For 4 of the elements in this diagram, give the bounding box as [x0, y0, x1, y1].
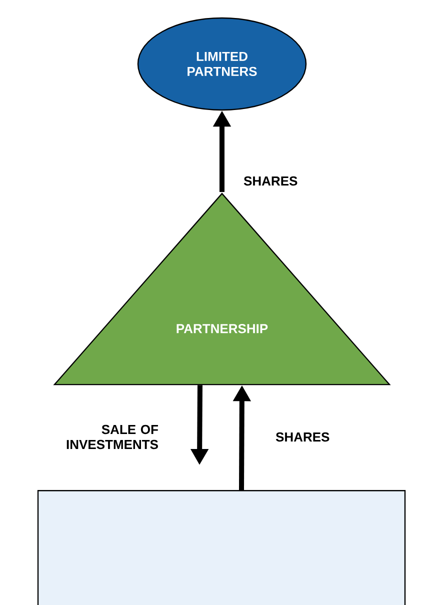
edge-label: SALE OF INVESTMENTS — [66, 424, 158, 450]
edge-label: SHARES — [276, 432, 330, 442]
company-box — [37, 490, 406, 605]
edge-label: SHARES — [244, 176, 298, 186]
